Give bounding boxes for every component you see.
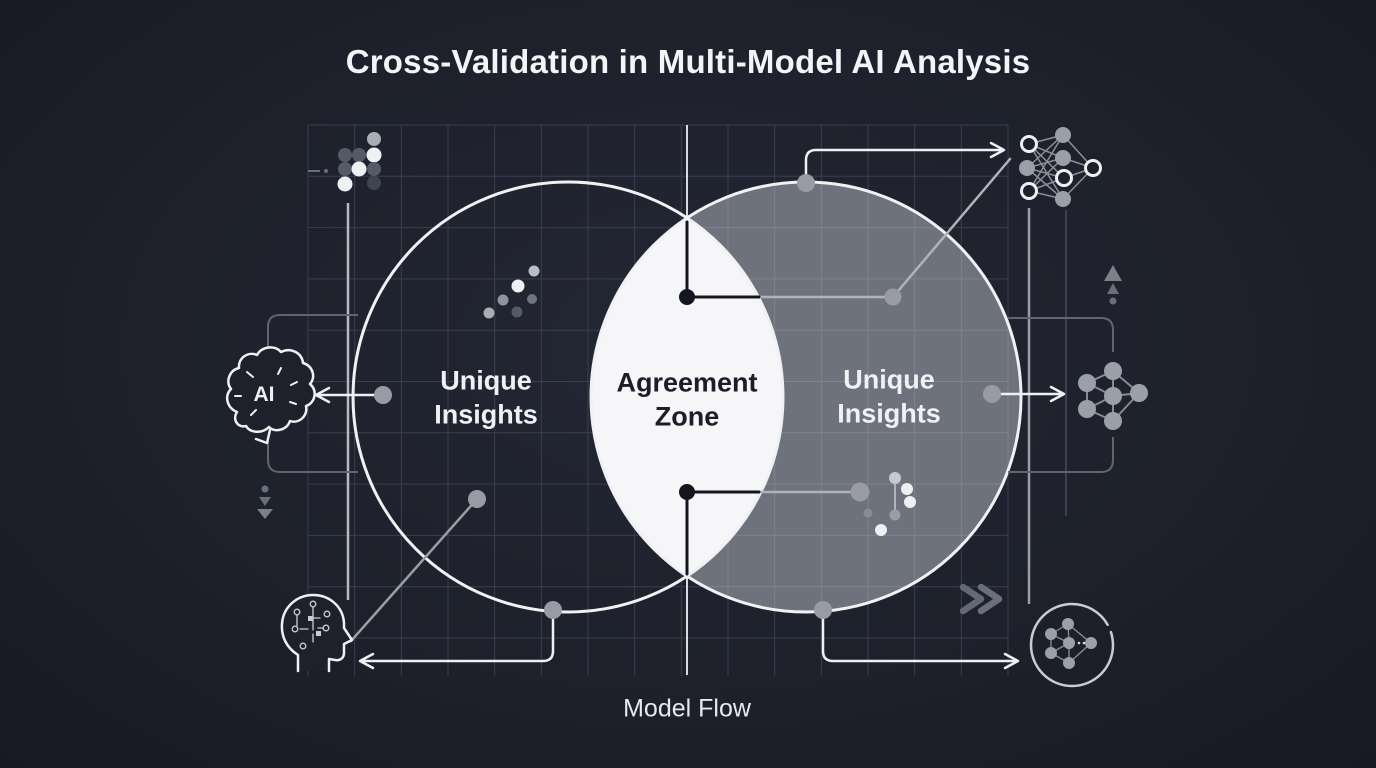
neural-network-icon (1019, 127, 1102, 207)
connector-network (349, 157, 1012, 643)
brain-ai-icon (225, 346, 316, 445)
graph-network-icon (1078, 362, 1148, 430)
head-circuit-icon (280, 593, 354, 673)
double-chevron-right-icon (959, 583, 1003, 615)
lens-connectors (679, 220, 761, 576)
agreement-zone-lens (591, 182, 783, 612)
flow-arrows (314, 141, 1066, 670)
circled-network-icon (1029, 602, 1115, 688)
chevron-up-indicator-icon (1104, 265, 1122, 305)
dots-cluster-icon (483, 265, 540, 319)
chevron-down-indicator-icon (257, 485, 273, 519)
dots-cluster-icon (308, 132, 382, 192)
left-circle-outline (351, 180, 785, 614)
side-brackets (267, 314, 1114, 473)
